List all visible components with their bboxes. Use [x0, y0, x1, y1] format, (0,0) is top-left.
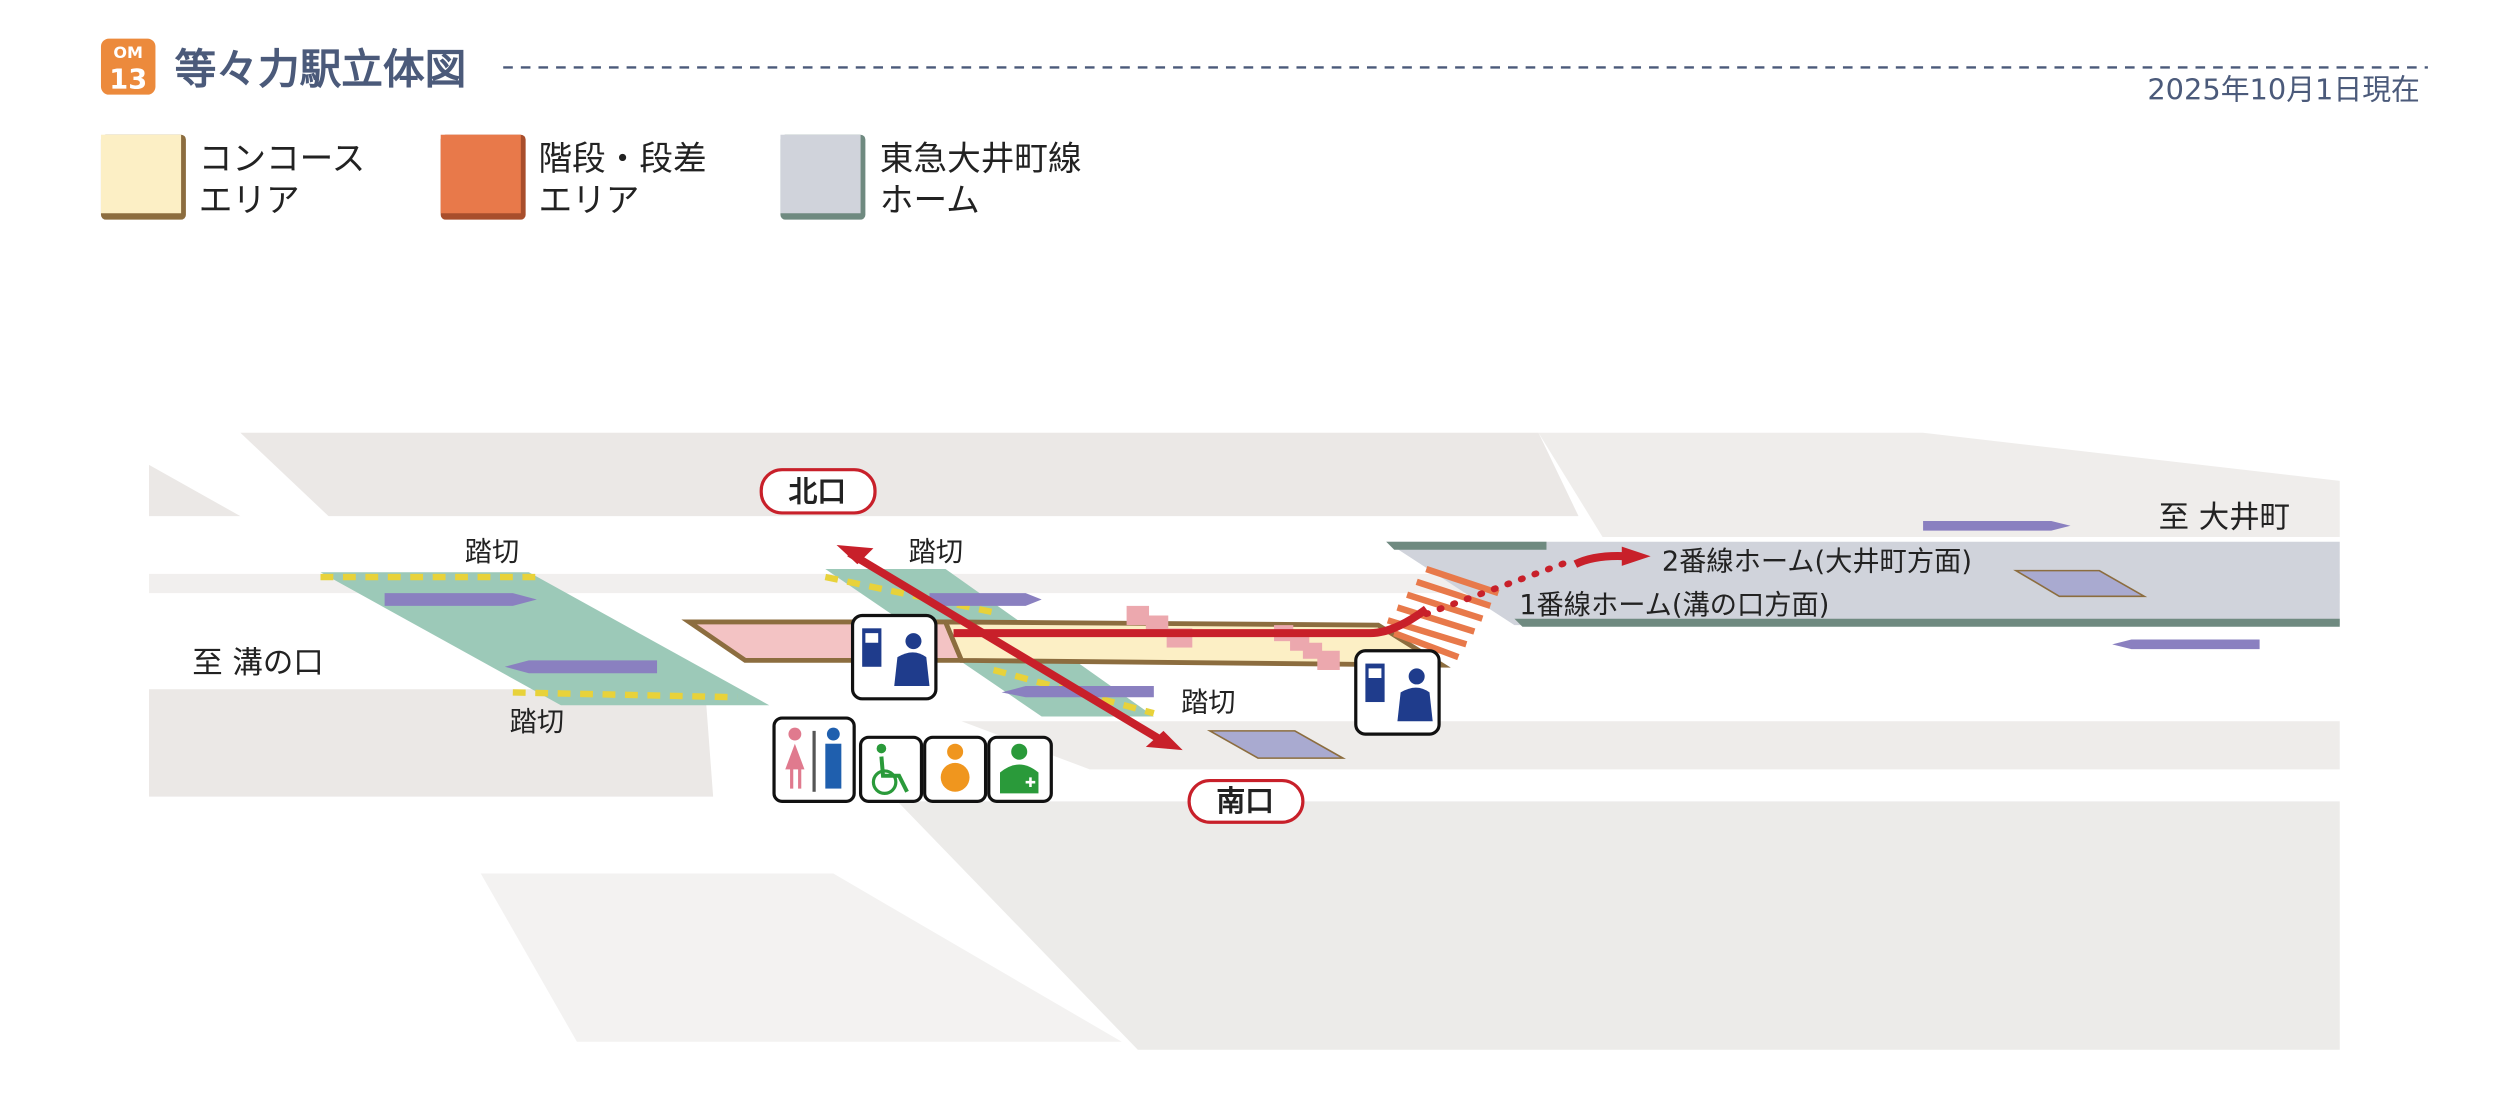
- date-label: 2025年10月1日現在: [2147, 72, 2420, 106]
- baby-care-icon: [923, 735, 988, 804]
- page-title: 等々力駅立体図: [175, 44, 467, 93]
- crossing-label: 踏切: [465, 537, 519, 568]
- first-aid-icon: [987, 735, 1053, 804]
- direction-west: 至 溝の口: [192, 646, 323, 681]
- ticket-office-icon: [1354, 649, 1441, 736]
- north-exit-label: 北口: [788, 475, 846, 509]
- platform-1-label: 1番線ホーム(溝の口方面): [1519, 590, 1829, 621]
- badge-line-code: OM: [113, 43, 143, 62]
- station-number-badge: [100, 38, 156, 95]
- ticket-office-icon: [850, 613, 938, 701]
- route-lines: [836, 544, 1651, 751]
- south-exit-badge: [1187, 778, 1305, 824]
- train-arrows: [384, 520, 2260, 698]
- map-labels: 北口 南口 踏切 踏切 踏切 踏切 至 溝の口 至 大井町 2番線ホーム(大井町…: [192, 468, 2290, 824]
- legend: コンコース エリア 階段・段差 エリア 東急大井町線 ホーム: [100, 134, 1082, 220]
- crossing-label: 踏切: [1181, 688, 1235, 719]
- legend-label: ホーム: [880, 181, 980, 220]
- platform-2-label: 2番線ホーム(大井町方面): [1662, 547, 1972, 578]
- south-exit-label: 南口: [1216, 784, 1274, 818]
- toilet-icon: [772, 716, 856, 803]
- concourse: [681, 605, 1451, 670]
- legend-label: コンコース: [199, 139, 366, 178]
- header: OM 13 等々力駅立体図 2025年10月1日現在: [100, 38, 2428, 106]
- legend-label: 階段・段差: [538, 139, 706, 178]
- legend-label: エリア: [199, 181, 300, 220]
- crossing-label: 踏切: [909, 537, 963, 568]
- north-exit-badge: [759, 468, 877, 515]
- stairs: [1386, 565, 1500, 661]
- badge-number: 13: [109, 64, 147, 95]
- legend-label: 東急大井町線: [880, 139, 1082, 178]
- wheelchair-icon: [858, 735, 924, 804]
- crossing-label: 踏切: [510, 707, 564, 738]
- direction-east: 至 大井町: [2159, 500, 2290, 535]
- legend-label: エリア: [538, 181, 639, 220]
